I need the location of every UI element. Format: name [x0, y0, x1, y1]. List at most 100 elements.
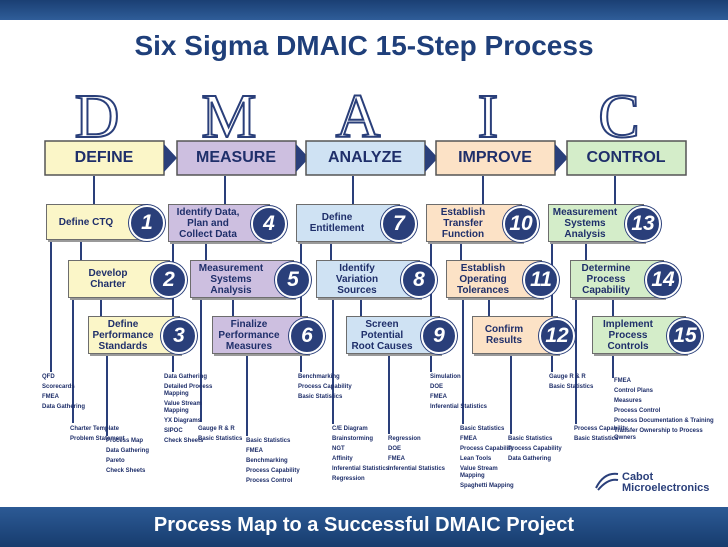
tools-step-4: Data Gathering Detailed Process Mapping …: [164, 374, 224, 448]
step-label: Develop Charter: [88, 268, 128, 290]
connector: [585, 242, 587, 260]
step-number: 5: [275, 262, 311, 298]
tool-item: Basic Statistics: [460, 426, 505, 432]
connector: [330, 242, 332, 260]
tool-item: Check Sheets: [164, 438, 204, 444]
tool-item: FMEA: [460, 436, 477, 442]
tools-step-1: QFD Scorecards FMEA Data Gathering: [42, 374, 102, 414]
connector: [205, 242, 207, 260]
connector: [460, 242, 462, 260]
phase-label: MEASURE: [195, 149, 276, 166]
connector: [551, 242, 553, 372]
tool-item: Process Map: [106, 438, 144, 444]
step-label: Identify Data, Plan and Collect Data: [176, 206, 240, 240]
tool-item: Control Plans: [614, 388, 654, 394]
tool-item: QFD: [42, 374, 55, 380]
step-label: Identify Variation Sources: [335, 262, 379, 296]
logo-line2: Microelectronics: [622, 482, 710, 494]
tool-item: Scorecards: [42, 384, 75, 390]
connector: [462, 298, 464, 424]
tool-item: Value Stream Mapping: [460, 466, 498, 479]
connector: [510, 354, 512, 434]
tools-step-2: Charter Template Problem Statement: [70, 426, 130, 446]
phase-arrow-icon: [44, 140, 177, 176]
tool-item: FMEA: [388, 456, 405, 462]
step-label: Measurement Systems Analysis: [198, 262, 264, 296]
step-14: Determine Process Capability 14: [570, 260, 681, 298]
tool-item: Basic Statistics: [198, 436, 243, 442]
connector: [482, 176, 484, 204]
tool-item: Regression: [388, 436, 421, 442]
tool-item: Brainstorming: [332, 436, 374, 442]
tool-item: FMEA: [246, 448, 263, 454]
phase-label: DEFINE: [74, 149, 134, 166]
phase-label: IMPROVE: [458, 149, 532, 166]
letter-i: I: [477, 82, 505, 152]
connector: [575, 298, 577, 424]
tool-item: Process Capability: [298, 384, 352, 390]
tool-item: Simulation: [430, 374, 461, 380]
step-label: Establish Transfer Function: [440, 206, 486, 240]
tool-item: Basic Statistics: [246, 438, 291, 444]
step-13: Measurement Systems Analysis 13: [548, 204, 661, 242]
tool-item: Spaghetti Mapping: [460, 483, 514, 489]
tools-step-9: Regression DOE FMEA Inferential Statisti…: [388, 436, 448, 476]
tool-item: FMEA: [614, 378, 631, 384]
step-7: Define Entitlement 7: [296, 204, 417, 242]
connector: [360, 298, 362, 316]
tool-item: FMEA: [430, 394, 447, 400]
step-4: Identify Data, Plan and Collect Data 4: [168, 204, 287, 242]
tool-item: Process Capability: [574, 426, 628, 432]
connector: [72, 298, 74, 423]
bottom-banner: [0, 507, 728, 547]
step-number: 15: [667, 318, 703, 354]
connector: [106, 354, 108, 436]
tool-item: SIPOC: [164, 428, 183, 434]
tool-item: Gauge R & R: [549, 374, 586, 380]
step-label: Implement Process Controls: [602, 318, 653, 352]
step-5: Measurement Systems Analysis 5: [190, 260, 311, 298]
connector: [388, 354, 390, 434]
step-label: Establish Operating Tolerances: [456, 262, 510, 296]
step-number: 7: [381, 206, 417, 242]
tool-item: Process Capability: [460, 446, 514, 452]
connector: [332, 298, 334, 424]
company-logo: Cabot Microelectronics: [595, 472, 710, 494]
tool-item: Problem Statement: [70, 436, 125, 442]
tool-item: Value Stream Mapping: [164, 401, 202, 414]
top-banner: [0, 0, 728, 20]
step-label: Define Performance Standards: [92, 318, 154, 352]
step-2: Develop Charter 2: [68, 260, 187, 298]
phase-label: CONTROL: [586, 149, 666, 166]
connector: [246, 354, 248, 436]
tool-item: Inferential Statistics: [332, 466, 390, 472]
step-number: 4: [251, 206, 287, 242]
step-number: 14: [645, 262, 681, 298]
tools-step-8: C/E Diagram Brainstorming NGT Affinity I…: [332, 426, 392, 486]
tool-item: Charter Template: [70, 426, 119, 432]
step-12: Confirm Results 12: [472, 316, 575, 354]
connector: [80, 240, 82, 260]
step-number: 10: [503, 206, 539, 242]
footer-caption: Process Map to a Successful DMAIC Projec…: [153, 514, 575, 536]
tool-item: Process Documentation & Training: [614, 418, 714, 424]
tool-item: Regression: [332, 476, 365, 482]
phase-improve: IMPROVE: [435, 140, 569, 176]
tools-step-3: Process Map Data Gathering Pareto Check …: [106, 438, 166, 478]
page-title: Six Sigma DMAIC 15-Step Process: [134, 30, 594, 61]
tools-step-15: FMEA Control Plans Measures Process Cont…: [614, 378, 714, 445]
step-6: Finalize Performance Measures 6: [212, 316, 325, 354]
step-10: Establish Transfer Function 10: [426, 204, 539, 242]
tool-item: Transfer Ownership to Process Owners: [614, 428, 703, 441]
tool-item: Basic Statistics: [574, 436, 619, 442]
step-9: Screen Potential Root Causes 9: [346, 316, 457, 354]
tool-item: Data Gathering: [508, 456, 552, 462]
cabot-logo-icon: [595, 472, 619, 491]
step-label: Measurement Systems Analysis: [552, 206, 618, 240]
step-number: 9: [421, 318, 457, 354]
phase-arrow-icon: [566, 140, 687, 176]
tool-item: Detailed Process Mapping: [164, 384, 213, 397]
connector: [352, 176, 354, 204]
connector: [200, 298, 202, 422]
phase-define: DEFINE: [44, 140, 178, 176]
